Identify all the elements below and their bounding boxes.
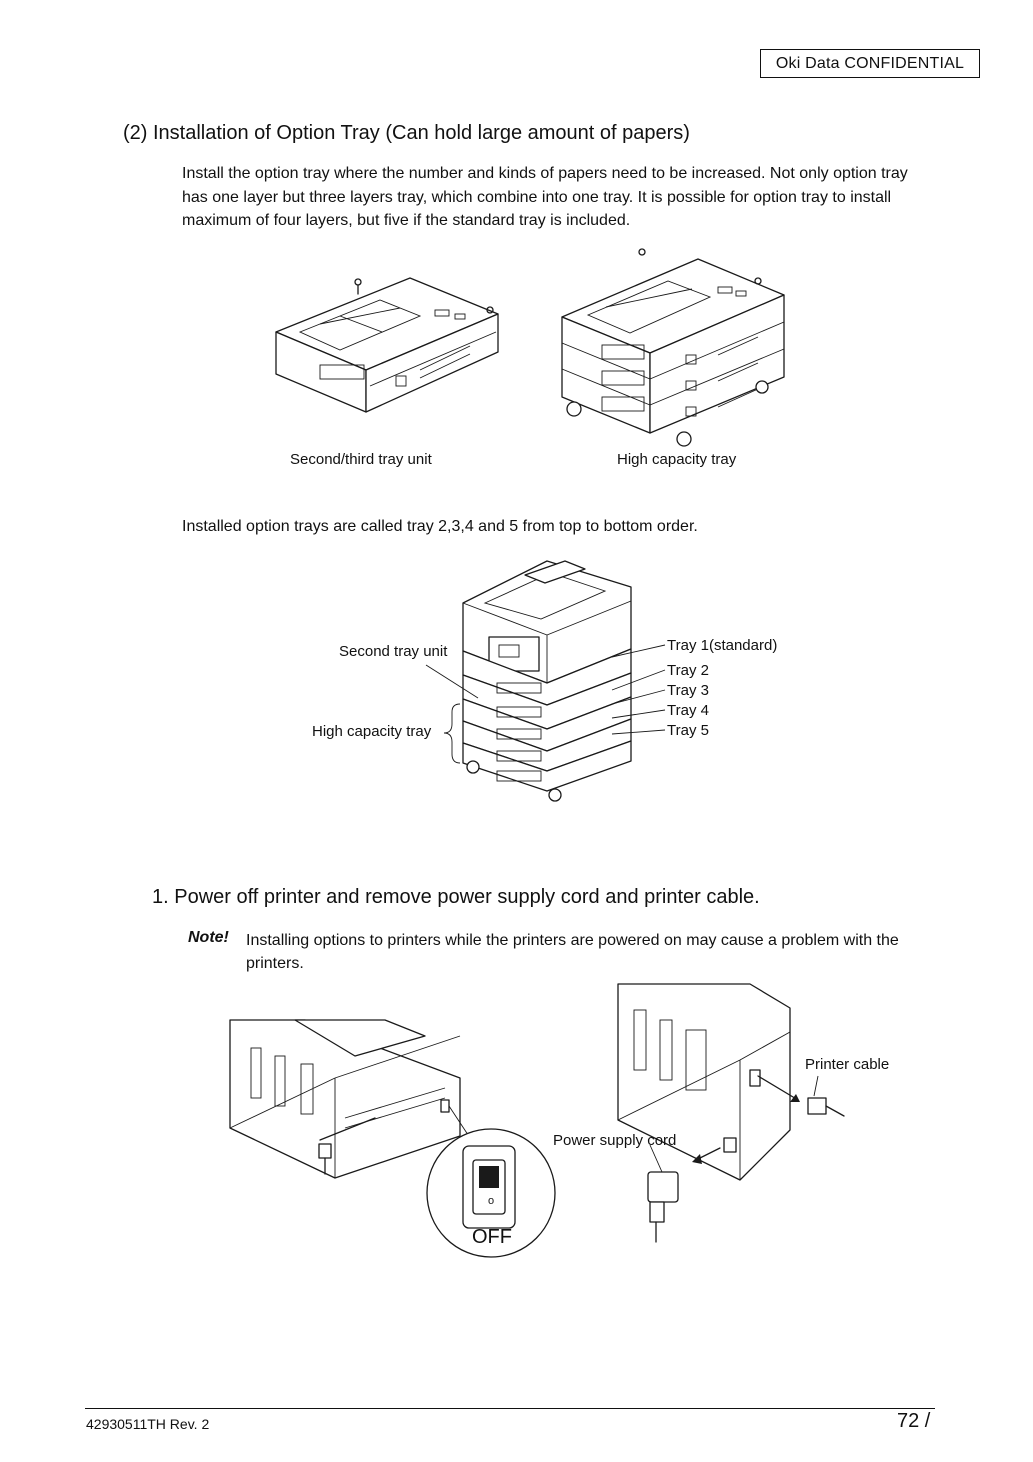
label-power-supply-cord: Power supply cord [553, 1132, 677, 1149]
label-tray-5: Tray 5 [667, 722, 709, 739]
label-second-tray-unit: Second tray unit [339, 643, 448, 660]
off-label: OFF [472, 1226, 512, 1248]
footer-page-number: 72 / [897, 1410, 931, 1432]
printer-rear-switch-illustration: o [229, 1019, 556, 1258]
intro-paragraph: Install the option tray where the number… [182, 165, 908, 229]
label-high-capacity-tray: High capacity tray [312, 723, 432, 740]
svg-text:o: o [488, 1195, 494, 1207]
note-label: Note! [188, 929, 229, 946]
label-tray-4: Tray 4 [667, 702, 709, 719]
tray-order-text: Installed option trays are called tray 2… [182, 518, 698, 535]
printer-with-trays-illustration [462, 560, 632, 802]
caption-high-capacity-tray: High capacity tray [617, 451, 737, 468]
step-1-heading: 1. Power off printer and remove power su… [152, 886, 760, 908]
label-tray-1: Tray 1(standard) [667, 637, 778, 654]
note-text: Installing options to printers while the… [246, 932, 899, 972]
footer-rule [85, 1408, 935, 1409]
second-third-tray-unit-illustration [275, 277, 499, 413]
caption-second-third-tray: Second/third tray unit [290, 451, 432, 468]
label-printer-cable: Printer cable [805, 1056, 890, 1073]
label-tray-2: Tray 2 [667, 662, 709, 679]
footer-doc-id: 42930511TH Rev. 2 [86, 1416, 210, 1432]
label-tray-3: Tray 3 [667, 682, 709, 699]
printer-rear-cables-illustration [617, 983, 845, 1243]
high-capacity-tray-illustration [561, 248, 785, 447]
section-heading: (2) Installation of Option Tray (Can hol… [123, 122, 690, 144]
confidential-label: Oki Data CONFIDENTIAL [760, 49, 980, 78]
